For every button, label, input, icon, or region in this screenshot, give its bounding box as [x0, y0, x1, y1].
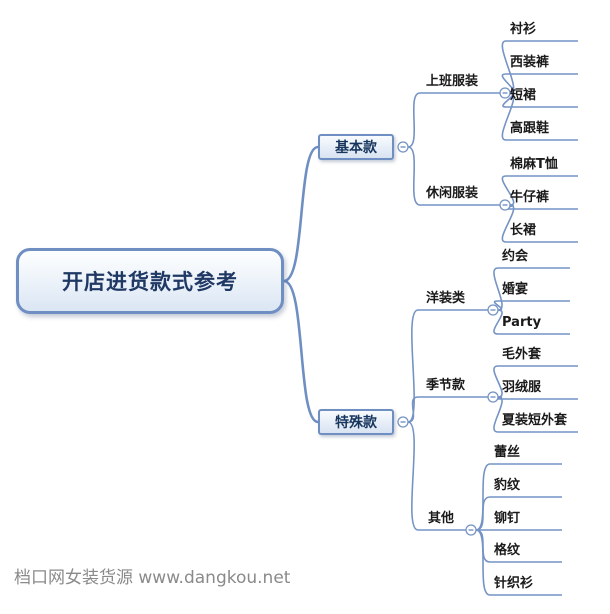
leaf-topic[interactable]: 格纹	[494, 543, 521, 558]
subtopic-seasonal[interactable]: 季节款	[426, 378, 466, 393]
root-topic[interactable]: 开店进货款式参考	[16, 248, 284, 314]
collapse-icon[interactable]	[487, 391, 499, 403]
subtopic-other[interactable]: 其他	[428, 511, 455, 526]
branch-connector	[283, 145, 319, 283]
leaf-connector	[493, 365, 578, 398]
subtopic-work-clothes[interactable]: 上班服装	[426, 74, 479, 89]
leaf-topic[interactable]: Party	[502, 315, 542, 330]
leaf-topic[interactable]: 羽绒服	[502, 380, 542, 395]
leaf-topic[interactable]: 铆钉	[494, 511, 521, 526]
leaf-topic[interactable]: 长裙	[510, 223, 537, 238]
leaf-topic[interactable]: 牛仔裤	[510, 190, 550, 205]
collapse-icon[interactable]	[397, 141, 409, 153]
collapse-icon[interactable]	[499, 87, 511, 99]
leaf-connector	[501, 204, 578, 243]
leaf-topic[interactable]: 棉麻T恤	[510, 157, 558, 172]
root-topic-label: 开店进货款式参考	[62, 270, 238, 294]
branch-node-label: 基本款	[335, 140, 377, 156]
leaf-connector	[501, 73, 578, 94]
leaf-topic[interactable]: 夏装短外套	[502, 413, 568, 428]
leaf-connector	[501, 92, 578, 141]
leaf-connector	[475, 529, 562, 596]
branch-node-special[interactable]: 特殊款	[318, 409, 394, 435]
branch-connector	[407, 309, 488, 423]
branch-connector	[407, 146, 500, 206]
leaf-topic[interactable]: 高跟鞋	[510, 121, 550, 136]
leaf-topic[interactable]: 约会	[502, 249, 529, 264]
branch-node-basic[interactable]: 基本款	[318, 134, 394, 160]
leaf-connector	[493, 396, 578, 433]
collapse-icon[interactable]	[465, 524, 477, 536]
leaf-connector	[501, 175, 578, 206]
leaf-topic[interactable]: 短裙	[510, 88, 537, 103]
branch-node-label: 特殊款	[335, 415, 377, 431]
leaf-connector	[475, 496, 562, 531]
branch-connector	[407, 421, 466, 531]
leaf-topic[interactable]: 西装裤	[510, 55, 550, 70]
leaf-connector	[493, 300, 570, 311]
leaf-connector	[493, 309, 570, 335]
leaf-connector	[475, 463, 562, 531]
leaf-topic[interactable]: 豹纹	[494, 478, 521, 493]
leaf-topic[interactable]: 衬衫	[510, 22, 537, 37]
branch-connector	[407, 396, 488, 423]
leaf-topic[interactable]: 婚宴	[502, 282, 529, 297]
collapse-icon[interactable]	[487, 304, 499, 316]
subtopic-casual-clothes[interactable]: 休闲服装	[426, 186, 479, 201]
leaf-topic[interactable]: 毛外套	[502, 347, 542, 362]
branch-connector	[283, 279, 319, 424]
leaf-topic[interactable]: 针织衫	[494, 576, 534, 591]
subtopic-dress[interactable]: 洋装类	[426, 291, 466, 306]
watermark: 档口网女装货源 www.dangkou.net	[14, 568, 291, 588]
branch-connector	[407, 92, 500, 148]
collapse-icon[interactable]	[499, 199, 511, 211]
collapse-icon[interactable]	[397, 416, 409, 428]
leaf-topic[interactable]: 蕾丝	[494, 445, 521, 460]
